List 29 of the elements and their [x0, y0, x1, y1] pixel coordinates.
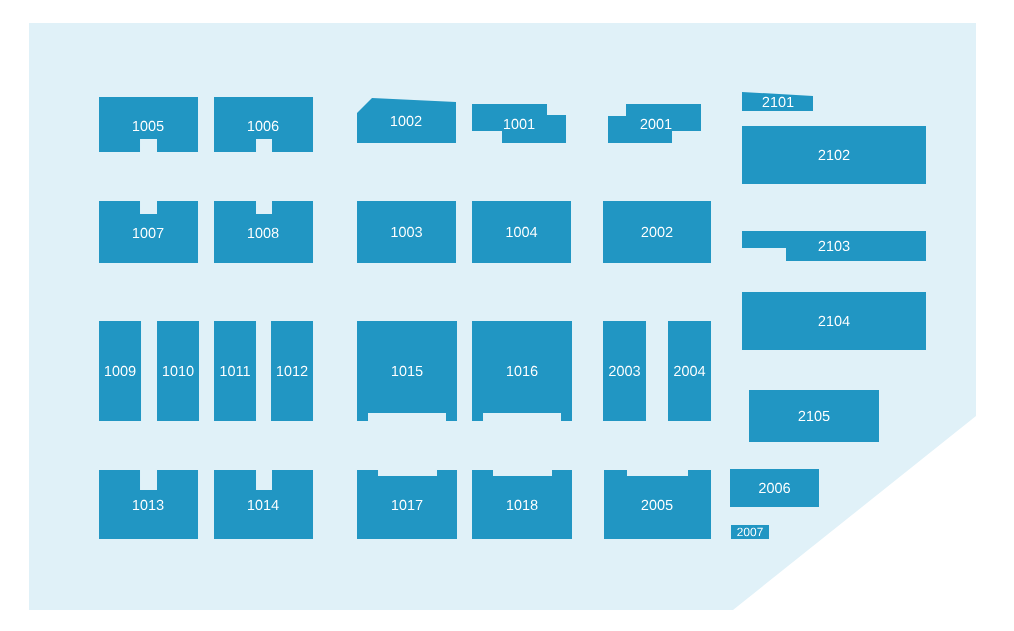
booth: 1009 [99, 321, 141, 421]
booth: 2006 [730, 469, 819, 507]
booth: 1011 [214, 321, 256, 421]
booth: 2004 [668, 321, 711, 421]
booth: 1013 [99, 470, 198, 539]
booth: 1007 [99, 201, 198, 263]
booth: 1017 [357, 470, 457, 539]
booth: 1006 [214, 97, 313, 152]
booth: 1005 [99, 97, 198, 152]
booth: 2005 [604, 470, 711, 539]
booth: 1003 [357, 201, 456, 263]
booth: 2101 [742, 92, 813, 111]
booth: 2003 [603, 321, 646, 421]
booth: 2001 [608, 104, 701, 143]
booth: 1010 [157, 321, 199, 421]
booth: 1008 [214, 201, 313, 263]
booth: 1004 [472, 201, 571, 263]
booth: 1014 [214, 470, 313, 539]
booth: 2102 [742, 126, 926, 184]
booth: 2105 [749, 390, 879, 442]
booth: 1012 [271, 321, 313, 421]
booth: 1018 [472, 470, 572, 539]
booth: 1015 [357, 321, 457, 421]
booth: 1016 [472, 321, 572, 421]
booth: 1001 [472, 104, 566, 143]
booth: 2104 [742, 292, 926, 350]
booth: 2103 [742, 231, 926, 261]
booth: 1002 [357, 98, 456, 143]
booth: 2002 [603, 201, 711, 263]
